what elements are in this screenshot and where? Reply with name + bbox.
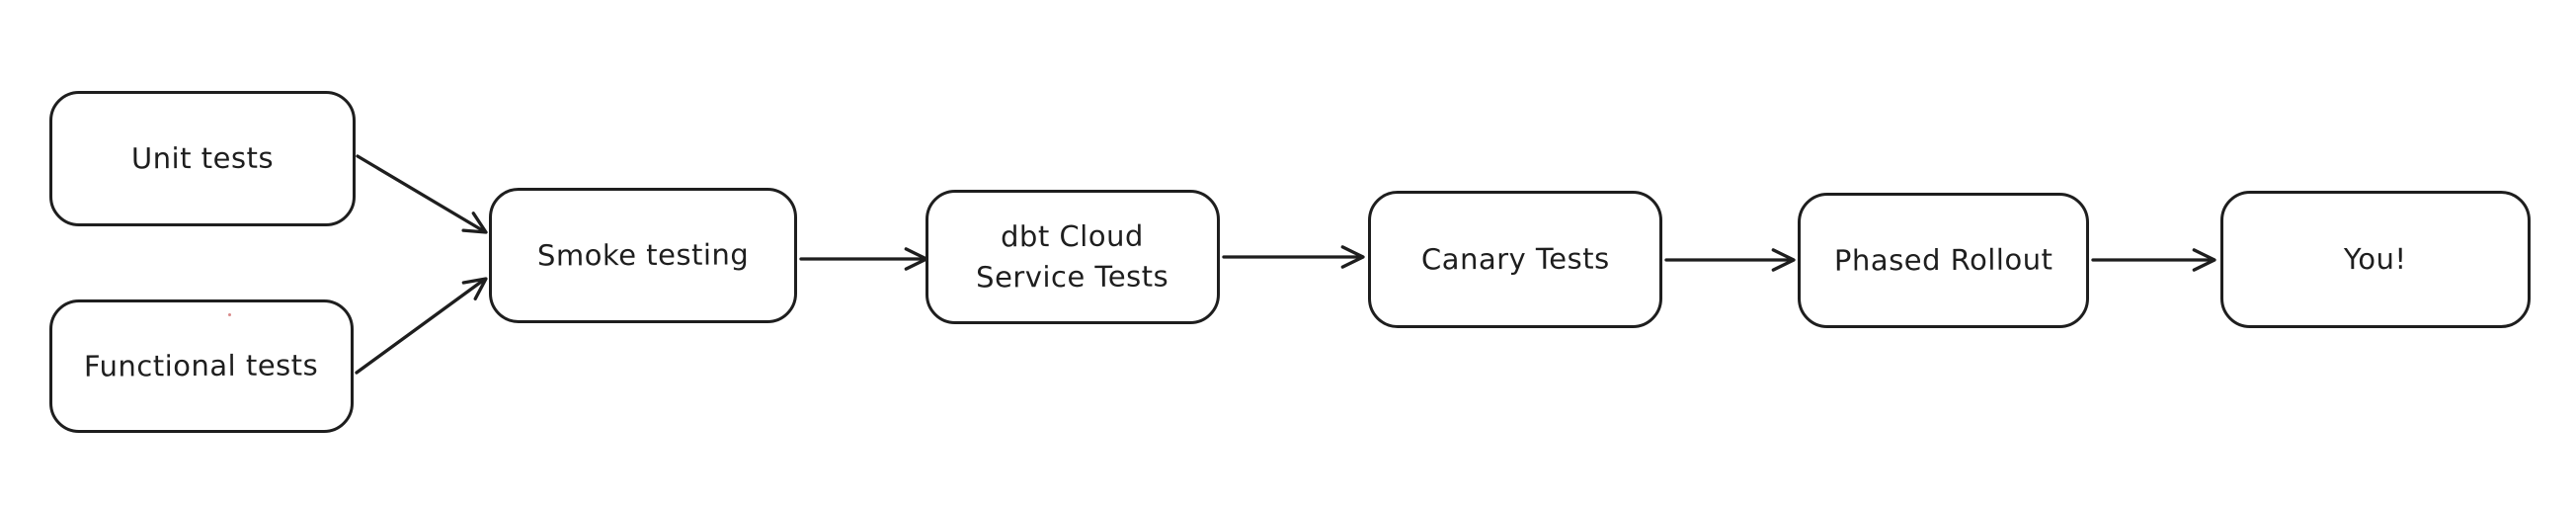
- arrowhead-icon: [1340, 245, 1365, 269]
- edge-functional-tests-to-smoke-testing: [355, 277, 488, 375]
- node-phased-rollout: Phased Rollout: [1798, 193, 2089, 328]
- node-label: Phased Rollout: [1833, 242, 2053, 278]
- edge-dbt-cloud-service-tests-to-canary-tests: [1222, 245, 1365, 269]
- stray-red-dot: [228, 313, 231, 316]
- node-canary-tests: Canary Tests: [1368, 191, 1662, 328]
- node-dbt-cloud-service-tests: dbt Cloud Service Tests: [926, 190, 1220, 324]
- node-label: Functional tests: [84, 348, 319, 383]
- node-label: Smoke testing: [536, 237, 750, 273]
- node-unit-tests: Unit tests: [49, 91, 356, 226]
- arrowhead-icon: [904, 247, 928, 271]
- node-label: Canary Tests: [1420, 241, 1610, 277]
- node-label: Unit tests: [130, 140, 275, 176]
- edge-smoke-testing-to-dbt-cloud-service-tests: [799, 247, 928, 271]
- node-label: You!: [2344, 242, 2407, 277]
- node-you: You!: [2220, 191, 2531, 328]
- edge-unit-tests-to-smoke-testing: [356, 154, 488, 234]
- node-label: dbt Cloud Service Tests: [976, 219, 1169, 295]
- arrowhead-icon: [2192, 248, 2216, 272]
- node-functional-tests: Functional tests: [49, 299, 354, 433]
- arrowhead-icon: [461, 212, 488, 234]
- edge-canary-tests-to-phased-rollout: [1664, 248, 1796, 272]
- edge-phased-rollout-to-you: [2091, 248, 2216, 272]
- arrowhead-icon: [461, 277, 488, 300]
- node-smoke-testing: Smoke testing: [489, 188, 797, 323]
- arrowhead-icon: [1771, 248, 1796, 272]
